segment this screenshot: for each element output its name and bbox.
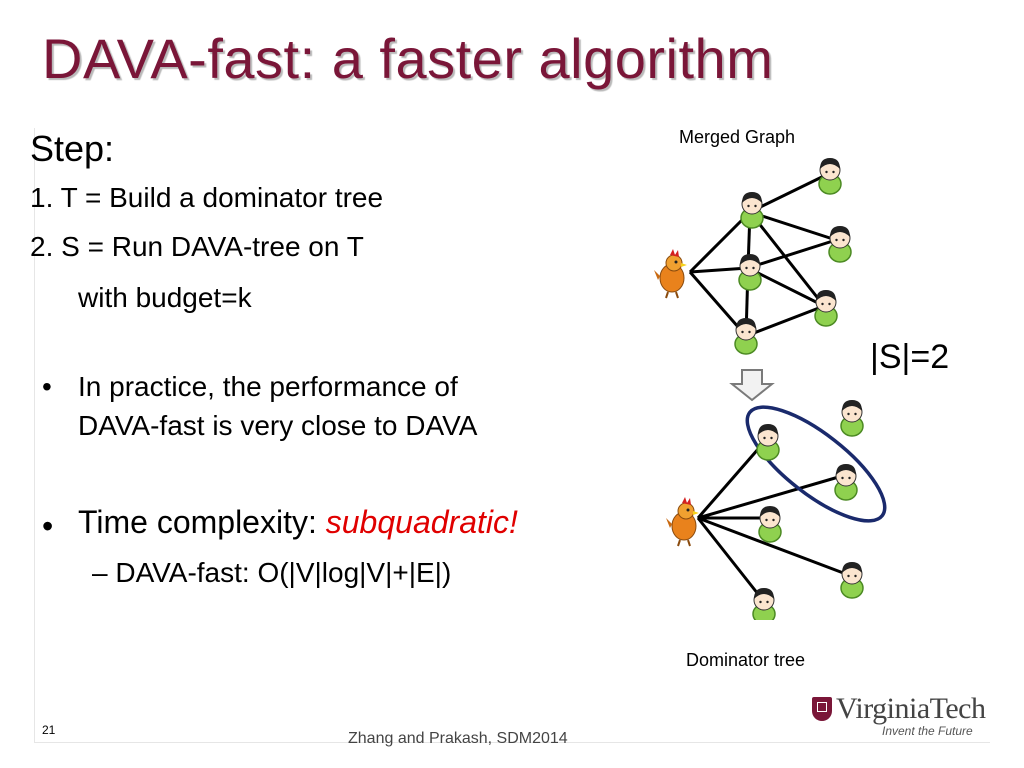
dominator-tree-edges <box>696 439 847 595</box>
slide-number: 21 <box>42 723 56 737</box>
person-icon <box>738 253 762 291</box>
set-size-label: |S|=2 <box>870 338 950 376</box>
caption-merged-graph: Merged Graph <box>679 127 796 147</box>
graph-diagram <box>653 157 887 620</box>
person-icon <box>818 157 842 195</box>
caption-dominator-tree: Dominator tree <box>686 650 806 670</box>
person-icon <box>840 399 864 437</box>
bullet-2: Time complexity: subquadratic! <box>78 504 518 541</box>
chicken-icon <box>665 496 700 547</box>
virginia-tech-logo: VirginiaTech Invent the Future <box>808 692 986 742</box>
logo-motto: Invent the Future <box>882 724 973 738</box>
person-icon <box>814 289 838 327</box>
bullet-2-prefix: Time complexity: <box>78 504 326 540</box>
chicken-icon <box>653 248 688 299</box>
merged-graph-edges <box>688 172 837 338</box>
frame-left-line <box>34 128 35 742</box>
frame-bottom-line <box>34 742 990 743</box>
person-icon <box>834 463 858 501</box>
person-icon <box>740 191 764 229</box>
bullet-marker-2: • <box>42 508 54 544</box>
bullet-1-line-2: DAVA-fast is very close to DAVA <box>78 410 478 441</box>
shield-icon <box>812 697 832 721</box>
sub-bullet: – DAVA-fast: O(|V|log|V|+|E|) <box>92 557 452 588</box>
person-icon <box>752 587 776 620</box>
steps-heading: Step: <box>30 128 115 169</box>
person-icon <box>734 317 758 355</box>
step-2: 2. S = Run DAVA-tree on T <box>30 231 364 262</box>
selected-set-ellipse <box>745 405 887 523</box>
step-2-continuation: with budget=k <box>78 282 252 313</box>
person-icon <box>758 505 782 543</box>
down-arrow-icon <box>729 369 775 402</box>
logo-name: VirginiaTech <box>836 692 986 725</box>
step-1: 1. T = Build a dominator tree <box>30 182 384 213</box>
person-icon <box>828 225 852 263</box>
person-icon <box>756 423 780 461</box>
footer-citation: Zhang and Prakash, SDM2014 <box>348 730 568 747</box>
person-icon <box>840 561 864 599</box>
bullet-marker-1: • <box>42 371 52 402</box>
slide-title: DAVA-fast: a faster algorithm <box>42 27 774 90</box>
bullet-1-line-1: In practice, the performance of <box>78 371 458 402</box>
bullet-2-emphasis: subquadratic! <box>325 504 518 540</box>
